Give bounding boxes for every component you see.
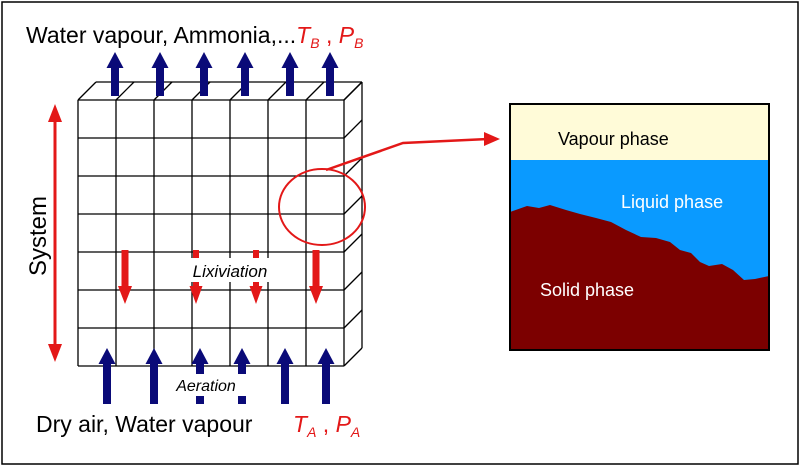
grid-side-edge [343, 347, 363, 367]
grid-side-edge [343, 233, 363, 253]
outflow-temp-sub: B [310, 35, 319, 51]
grid-top-edge [77, 81, 97, 101]
grid-side-edge [343, 271, 363, 291]
aeration-label: Aeration [175, 378, 236, 395]
inflow-press-symbol: P [336, 411, 352, 437]
grid-side-edge [343, 119, 363, 139]
inflow-arrow [317, 348, 335, 404]
porous-medium-grid [77, 81, 363, 367]
outflow-arrow [106, 52, 124, 96]
grid-top-edge [305, 81, 325, 101]
zoom-ellipse [278, 168, 366, 246]
vapour-phase-label: Vapour phase [558, 129, 669, 149]
liquid-phase-label: Liquid phase [621, 192, 723, 212]
outflow-label: Water vapour, Ammonia,...TB , PB [26, 22, 363, 51]
outflow-temp-symbol: T [296, 22, 312, 48]
outflow-separator: , [320, 22, 339, 48]
lixiviation-arrow [309, 250, 323, 304]
inflow-temp-sub: A [306, 424, 316, 440]
inflow-separator: , [316, 411, 335, 437]
phase-panel-border [509, 103, 770, 351]
grid-top-edge [267, 81, 287, 101]
grid-top-edge [115, 81, 135, 101]
solid-phase-region [510, 205, 769, 350]
inflow-species: Dry air, Water vapour [36, 411, 253, 437]
grid-top-edge [343, 81, 363, 101]
system-span-arrow [48, 104, 62, 362]
inflow-press-sub: A [350, 424, 360, 440]
vapour-phase-region [510, 104, 769, 160]
zoom-connector-arrow [325, 132, 500, 172]
outflow-arrows [106, 52, 339, 96]
grid-side-edge [343, 157, 363, 177]
inflow-temp-symbol: T [293, 411, 309, 437]
outflow-press-sub: B [354, 35, 363, 51]
outflow-arrow [236, 52, 254, 96]
outflow-press-symbol: P [339, 22, 355, 48]
grid-side-edge [343, 309, 363, 329]
inflow-arrow [145, 348, 163, 404]
aeration-label-bg [166, 374, 246, 396]
outflow-species: Water vapour, Ammonia,... [26, 22, 296, 48]
outflow-arrow [151, 52, 169, 96]
solid-phase-label: Solid phase [540, 280, 634, 300]
inflow-arrow [98, 348, 116, 404]
lixiviation-label: Lixiviation [193, 262, 268, 281]
inflow-conditions: TA , PA [293, 411, 360, 440]
lixiviation-label-bg [182, 258, 278, 282]
grid-side-edge [343, 195, 363, 215]
system-label: System [25, 196, 52, 276]
lixiviation-arrow [118, 250, 132, 304]
outflow-arrow [281, 52, 299, 96]
outflow-arrow [321, 52, 339, 96]
outflow-arrow [195, 52, 213, 96]
inflow-arrow [276, 348, 294, 404]
phase-panel: Vapour phase Liquid phase Solid phase [509, 103, 770, 351]
